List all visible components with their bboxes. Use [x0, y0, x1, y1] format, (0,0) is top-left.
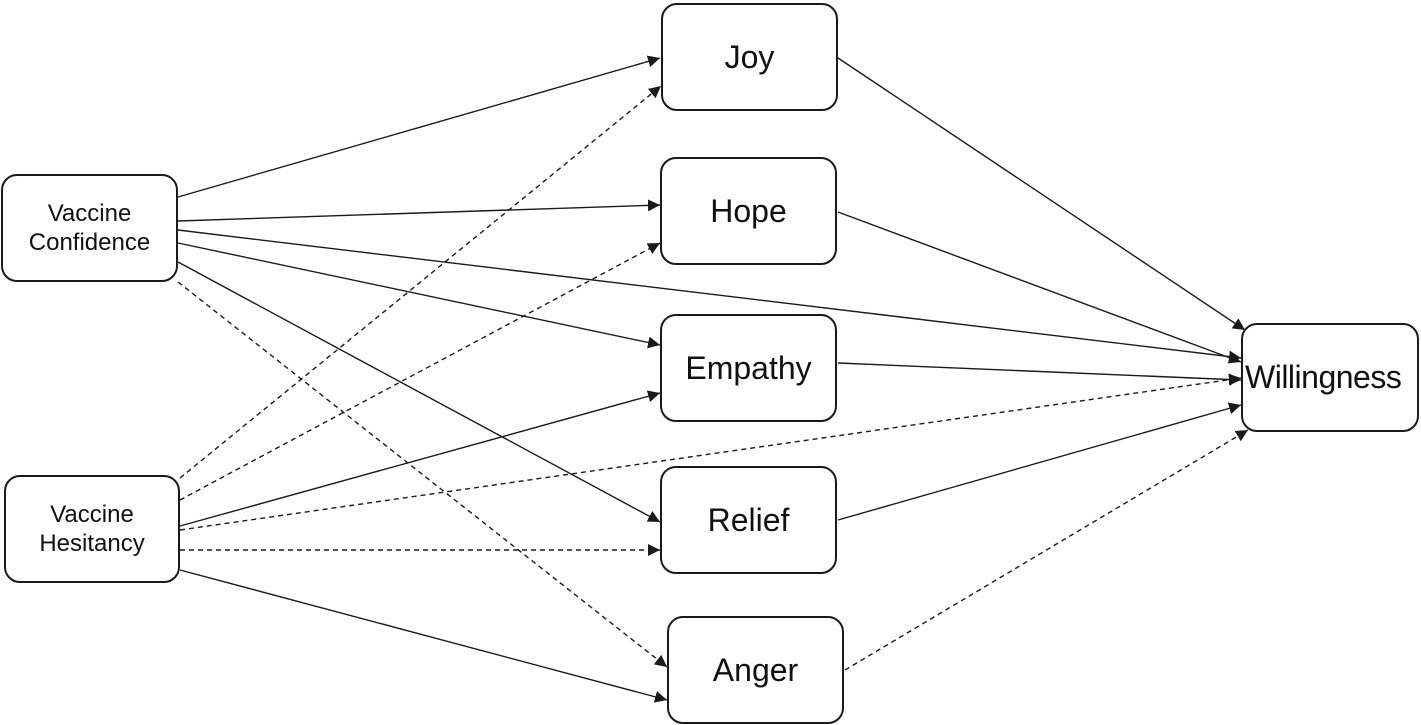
node-empathy: Empathy — [660, 314, 837, 422]
edge-vaccine-confidence-to-willingness — [177, 229, 1242, 363]
node-anger: Anger — [667, 616, 844, 724]
edge-vaccine-confidence-to-relief — [177, 261, 661, 523]
edge-vaccine-confidence-to-anger — [177, 281, 668, 668]
node-label: Anger — [712, 652, 799, 688]
node-joy: Joy — [661, 3, 838, 111]
node-label: Willingness — [1245, 359, 1402, 395]
edge-vaccine-hesitancy-to-empathy — [179, 390, 661, 527]
node-label: Joy — [724, 39, 775, 75]
edge-vaccine-confidence-to-empathy — [177, 242, 661, 349]
node-label: Vaccine Hesitancy — [39, 501, 145, 557]
edge-relief-to-willingness — [837, 402, 1242, 521]
edge-vaccine-confidence-to-hope — [177, 199, 661, 222]
node-label: Vaccine Confidence — [28, 200, 151, 256]
node-label: Empathy — [685, 350, 812, 386]
edge-vaccine-hesitancy-to-willingness — [179, 373, 1242, 531]
edge-empathy-to-willingness — [837, 362, 1242, 386]
edge-anger-to-willingness — [844, 429, 1249, 671]
edge-joy-to-willingness — [837, 57, 1246, 331]
edge-vaccine-confidence-to-joy — [177, 55, 661, 198]
node-hope: Hope — [660, 157, 837, 265]
node-label: Hope — [710, 193, 787, 229]
edge-vaccine-hesitancy-to-joy — [179, 85, 662, 479]
edge-vaccine-hesitancy-to-hope — [179, 242, 661, 501]
edge-vaccine-hesitancy-to-anger — [179, 569, 668, 703]
node-label: Relief — [707, 502, 790, 538]
node-vaccine-hesitancy: Vaccine Hesitancy — [4, 475, 180, 583]
node-willingness: Willingness — [1241, 323, 1419, 432]
edge-hope-to-willingness — [837, 211, 1242, 364]
node-vaccine-confidence: Vaccine Confidence — [1, 174, 178, 282]
node-relief: Relief — [660, 466, 837, 574]
